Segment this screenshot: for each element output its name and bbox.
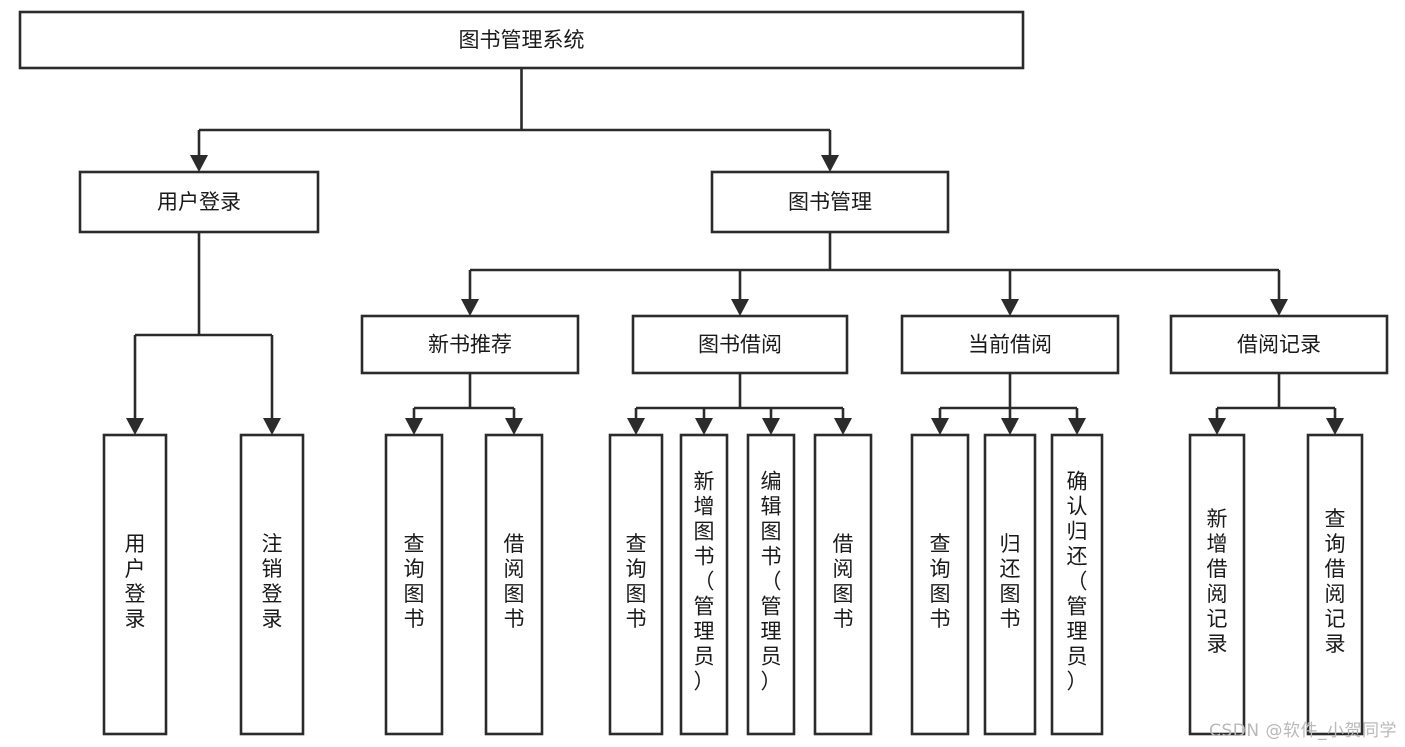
connector-level3-1-to-leaves	[627, 373, 852, 435]
node-label: 图书管理系统	[459, 28, 585, 52]
node-box	[631, 314, 849, 375]
connector-root-to-level2	[190, 68, 839, 172]
node-box	[813, 433, 873, 736]
node-box	[746, 433, 796, 736]
node-leaf-9[interactable]: 归还图书	[983, 433, 1037, 736]
node-box	[1188, 433, 1246, 736]
arrow-head-icon	[1001, 299, 1019, 316]
connector-level3-2-to-leaves	[931, 373, 1086, 435]
node-level2-0[interactable]: 用户登录	[78, 170, 320, 234]
node-label: 归还图书	[1000, 532, 1021, 631]
node-box	[239, 433, 305, 736]
connector-layer	[126, 68, 1344, 435]
node-leaf-6[interactable]: 编辑图书（管理员）	[746, 433, 796, 736]
node-leaf-7[interactable]: 借阅图书	[813, 433, 873, 736]
node-label: 当前借阅	[968, 333, 1052, 357]
node-box	[900, 314, 1120, 375]
node-label: 图书管理	[788, 190, 872, 214]
arrow-head-icon	[1326, 418, 1344, 435]
arrow-head-icon	[1270, 299, 1288, 316]
node-box	[484, 433, 544, 736]
arrow-head-icon	[405, 418, 423, 435]
arrow-head-icon	[505, 418, 523, 435]
node-box	[18, 10, 1025, 70]
arrow-head-icon	[190, 155, 208, 172]
arrow-head-icon	[627, 418, 645, 435]
arrow-head-icon	[821, 155, 839, 172]
node-level3-1[interactable]: 图书借阅	[631, 314, 849, 375]
arrow-head-icon	[1208, 418, 1226, 435]
node-label: 查询图书	[626, 532, 647, 631]
node-label: 用户登录	[157, 190, 241, 214]
node-leaf-1[interactable]: 注销登录	[239, 433, 305, 736]
connector-bookmgmt-to-level3	[461, 232, 1288, 316]
node-root[interactable]: 图书管理系统	[18, 10, 1025, 70]
node-label: 图书借阅	[698, 333, 782, 357]
node-leaf-0[interactable]: 用户登录	[102, 433, 168, 736]
node-leaf-11[interactable]: 新增借阅记录	[1188, 433, 1246, 736]
node-label: 借阅图书	[833, 532, 854, 631]
arrow-head-icon	[126, 418, 144, 435]
node-leaf-8[interactable]: 查询图书	[910, 433, 970, 736]
node-label: 查询图书	[930, 532, 951, 631]
node-box	[910, 433, 970, 736]
arrow-head-icon	[695, 418, 713, 435]
node-leaf-10[interactable]: 确认归还（管理员）	[1050, 433, 1104, 736]
node-label: 借阅图书	[504, 532, 525, 631]
node-level3-2[interactable]: 当前借阅	[900, 314, 1120, 375]
csdn-watermark: CSDN @软件_小贺同学	[1209, 721, 1397, 741]
node-level3-0[interactable]: 新书推荐	[360, 314, 580, 375]
node-box	[608, 433, 664, 736]
arrow-head-icon	[834, 418, 852, 435]
arrow-head-icon	[1001, 418, 1019, 435]
node-box	[1169, 314, 1389, 375]
node-leaf-2[interactable]: 查询图书	[384, 433, 444, 736]
node-box	[384, 433, 444, 736]
node-leaf-3[interactable]: 借阅图书	[484, 433, 544, 736]
connector-level3-0-to-leaves	[405, 373, 523, 435]
node-box	[1306, 433, 1364, 736]
connector-userlogin-to-leaves	[126, 232, 281, 435]
node-box	[679, 433, 729, 736]
node-label: 注销登录	[262, 532, 283, 631]
node-box	[360, 314, 580, 375]
arrow-head-icon	[762, 418, 780, 435]
node-layer: 图书管理系统用户登录图书管理新书推荐图书借阅当前借阅借阅记录用户登录注销登录查询…	[18, 10, 1389, 736]
node-label: 新书推荐	[428, 333, 512, 357]
node-label: 查询图书	[404, 532, 425, 631]
node-label: 新增图书（管理员）	[694, 470, 715, 694]
arrow-head-icon	[931, 418, 949, 435]
node-label: 查询借阅记录	[1325, 507, 1346, 656]
node-leaf-4[interactable]: 查询图书	[608, 433, 664, 736]
arrow-head-icon	[1068, 418, 1086, 435]
node-box	[1050, 433, 1104, 736]
node-level3-3[interactable]: 借阅记录	[1169, 314, 1389, 375]
node-level2-1[interactable]: 图书管理	[710, 170, 950, 234]
node-label: 借阅记录	[1237, 333, 1321, 357]
arrow-head-icon	[461, 299, 479, 316]
arrow-head-icon	[731, 299, 749, 316]
node-box	[78, 170, 320, 234]
node-box	[710, 170, 950, 234]
node-label: 确认归还（管理员）	[1067, 470, 1088, 694]
arrow-head-icon	[263, 418, 281, 435]
node-box	[983, 433, 1037, 736]
node-box	[102, 433, 168, 736]
connector-level3-3-to-leaves	[1208, 373, 1344, 435]
node-label: 编辑图书（管理员）	[761, 470, 782, 694]
node-leaf-5[interactable]: 新增图书（管理员）	[679, 433, 729, 736]
node-label: 用户登录	[125, 532, 146, 631]
node-label: 新增借阅记录	[1207, 507, 1228, 656]
node-leaf-12[interactable]: 查询借阅记录	[1306, 433, 1364, 736]
